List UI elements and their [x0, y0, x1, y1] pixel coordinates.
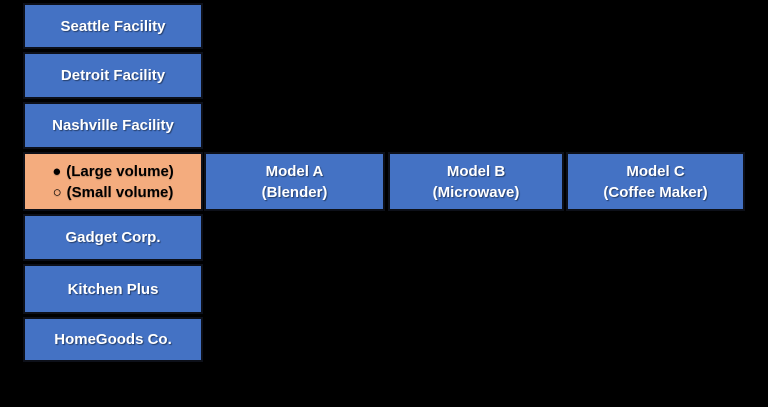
model-product: (Microwave) [432, 183, 520, 201]
column-header-model-b: Model B (Microwave) [388, 152, 564, 211]
row-header-seattle-facility: Seattle Facility [23, 3, 203, 49]
facility-label: Detroit Facility [60, 67, 166, 84]
legend-cell: ● (Large volume) ○ (Small volume) [23, 152, 203, 211]
company-label: Gadget Corp. [65, 229, 161, 246]
row-header-nashville-facility: Nashville Facility [23, 102, 203, 149]
model-name: Model C [626, 162, 685, 180]
column-header-model-a: Model A (Blender) [204, 152, 385, 211]
model-name: Model A [265, 162, 324, 180]
facility-label: Seattle Facility [60, 17, 166, 35]
model-product: (Blender) [261, 183, 328, 201]
row-header-homegoods-co: HomeGoods Co. [23, 317, 203, 362]
company-label: HomeGoods Co. [54, 331, 172, 348]
legend-small-label: (Small volume) [66, 183, 174, 201]
company-label: Kitchen Plus [67, 280, 159, 298]
model-product: (Coffee Maker) [603, 183, 708, 201]
row-header-kitchen-plus: Kitchen Plus [23, 264, 203, 314]
row-header-detroit-facility: Detroit Facility [23, 52, 203, 99]
legend-large-volume: ● (Large volume) [52, 161, 174, 182]
legend-small-volume: ○ (Small volume) [53, 182, 174, 203]
model-name: Model B [446, 162, 506, 180]
open-circle-icon: ○ [52, 183, 62, 201]
facility-label: Nashville Facility [52, 117, 174, 134]
legend-large-label: (Large volume) [66, 162, 174, 180]
column-header-model-c: Model C (Coffee Maker) [566, 152, 745, 211]
filled-circle-icon: ● [52, 162, 62, 180]
row-header-gadget-corp: Gadget Corp. [23, 214, 203, 261]
